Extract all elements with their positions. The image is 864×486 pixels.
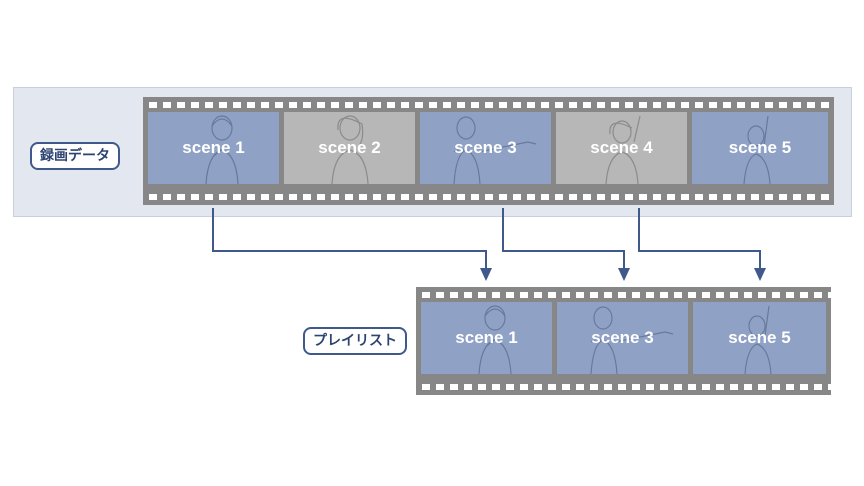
scene-label: scene 5 (728, 138, 792, 157)
arrowhead (618, 268, 630, 281)
person-icon (331, 115, 369, 184)
scene-label: scene 5 (728, 328, 791, 347)
recording-scene-4-frame: scene 4 (556, 112, 687, 184)
scene-label: scene 1 (182, 138, 245, 157)
arrow-scene-5 (638, 208, 761, 270)
recording-scene-3-frame: scene 3 (420, 112, 551, 184)
playlist-label: プレイリスト (303, 327, 407, 355)
arrow-scene-3 (502, 208, 625, 270)
recording-scene-1-frame: scene 1 (148, 112, 279, 184)
playlist-scene-3-frame: scene 3 (557, 302, 688, 374)
person-icon (743, 115, 771, 184)
recording-scene-2-frame: scene 2 (284, 112, 415, 184)
recording-label: 録画データ (30, 142, 120, 170)
arrowhead (480, 268, 492, 281)
sprocket-holes-top (416, 292, 831, 298)
person-icon (605, 115, 641, 184)
arrowhead (754, 268, 766, 281)
playlist-scene-1-frame: scene 1 (421, 302, 552, 374)
scene-label: scene 3 (591, 328, 654, 347)
sprocket-holes-bottom (416, 384, 831, 390)
scene-label: scene 4 (590, 138, 653, 157)
playlist-scene-5-frame: scene 5 (693, 302, 826, 374)
arrow-scene-1 (212, 208, 487, 270)
person-icon (590, 306, 674, 374)
scene-label: scene 1 (455, 328, 518, 347)
recording-scene-5-frame: scene 5 (692, 112, 828, 184)
person-icon (205, 115, 239, 184)
person-icon (453, 116, 537, 184)
person-icon (478, 305, 512, 374)
scene-label: scene 3 (454, 138, 517, 157)
playlist-film-strip: scene 1 scene 3 scene 5 (416, 287, 831, 395)
sprocket-holes-bottom (143, 194, 834, 200)
sprocket-holes-top (143, 102, 834, 108)
scene-label: scene 2 (318, 138, 381, 157)
recording-film-strip: scene 1 scene 2 scene 3 (143, 97, 834, 205)
person-icon (744, 305, 772, 374)
